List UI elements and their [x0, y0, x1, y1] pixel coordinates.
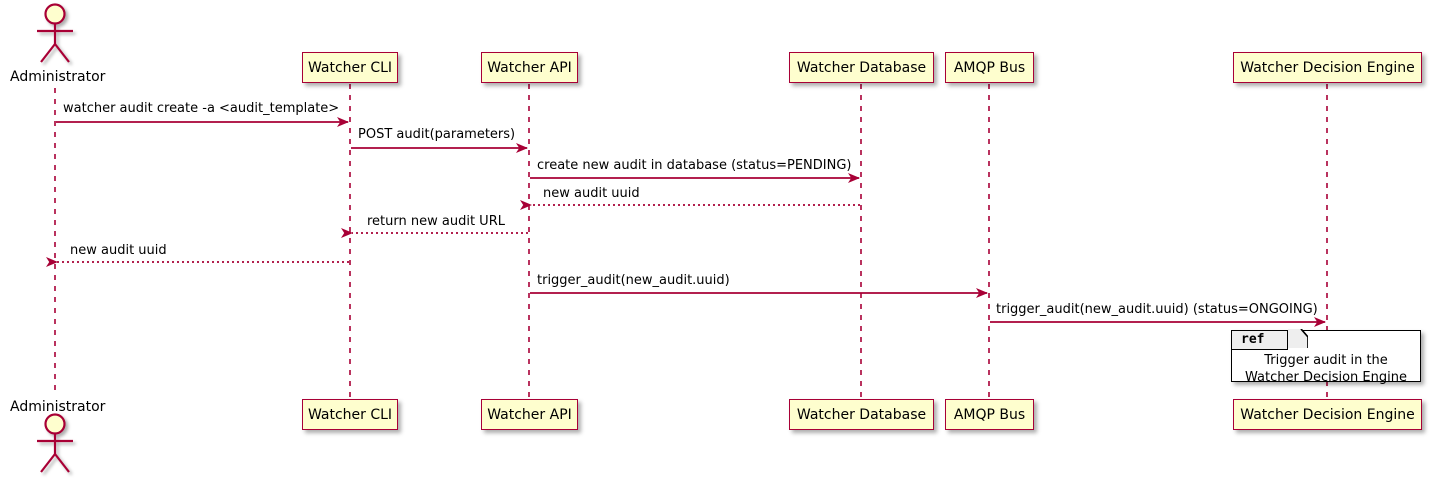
participant-box-amqp-bus-bottom[interactable]: AMQP Bus	[945, 399, 1034, 430]
ref-frame-line-1: Trigger audit in the	[1264, 353, 1388, 368]
participant-label-watcher-decision-engine: Watcher Decision Engine	[1240, 59, 1415, 76]
participant-box-watcher-decision-engine-top[interactable]: Watcher Decision Engine	[1233, 52, 1422, 83]
message-label-4: new audit uuid	[543, 186, 640, 201]
participant-box-watcher-database-top[interactable]: Watcher Database	[789, 52, 934, 83]
message-label-1: watcher audit create -a <audit_template>	[63, 101, 340, 116]
ref-frame-line-2: Watcher Decision Engine	[1245, 370, 1407, 385]
actor-figure-administrator-top	[37, 3, 73, 63]
actor-label-administrator-top: Administrator	[10, 69, 106, 85]
ref-frame-body: Trigger audit in the Watcher Decision En…	[1232, 352, 1420, 386]
participant-label-watcher-decision-engine-bottom: Watcher Decision Engine	[1240, 406, 1415, 423]
participant-box-watcher-api-top[interactable]: Watcher API	[481, 52, 578, 83]
participant-box-watcher-database-bottom[interactable]: Watcher Database	[789, 399, 934, 430]
message-label-3: create new audit in database (status=PEN…	[537, 158, 852, 173]
actor-label-administrator-bottom: Administrator	[10, 399, 106, 415]
ref-frame: ref Trigger audit in the Watcher Decisio…	[1231, 329, 1421, 385]
participant-box-amqp-bus-top[interactable]: AMQP Bus	[945, 52, 1034, 83]
participant-label-watcher-cli-bottom: Watcher CLI	[307, 406, 393, 423]
participant-label-amqp-bus: AMQP Bus	[953, 59, 1026, 76]
participant-box-watcher-cli-top[interactable]: Watcher CLI	[302, 52, 398, 83]
participant-label-watcher-cli: Watcher CLI	[307, 59, 393, 76]
message-label-8: trigger_audit(new_audit.uuid) (status=ON…	[996, 302, 1318, 317]
actor-figure-administrator-bottom	[37, 413, 73, 473]
participant-label-watcher-api-bottom: Watcher API	[487, 406, 572, 423]
participant-label-watcher-database-bottom: Watcher Database	[796, 406, 927, 423]
message-label-7: trigger_audit(new_audit.uuid)	[537, 273, 730, 288]
ref-frame-tab: ref	[1232, 329, 1308, 350]
participant-label-watcher-database: Watcher Database	[796, 59, 927, 76]
participant-box-watcher-cli-bottom[interactable]: Watcher CLI	[302, 399, 398, 430]
lifelines	[54, 84, 1328, 398]
participant-label-amqp-bus-bottom: AMQP Bus	[953, 406, 1026, 423]
ref-tab-corner-icon	[1288, 329, 1308, 349]
participant-box-watcher-api-bottom[interactable]: Watcher API	[481, 399, 578, 430]
message-label-2: POST audit(parameters)	[358, 127, 516, 142]
participant-label-watcher-api: Watcher API	[487, 59, 572, 76]
participant-box-watcher-decision-engine-bottom[interactable]: Watcher Decision Engine	[1233, 399, 1422, 430]
message-label-5: return new audit URL	[367, 214, 505, 229]
message-label-6: new audit uuid	[70, 243, 167, 258]
ref-frame-tab-label: ref	[1241, 332, 1265, 347]
